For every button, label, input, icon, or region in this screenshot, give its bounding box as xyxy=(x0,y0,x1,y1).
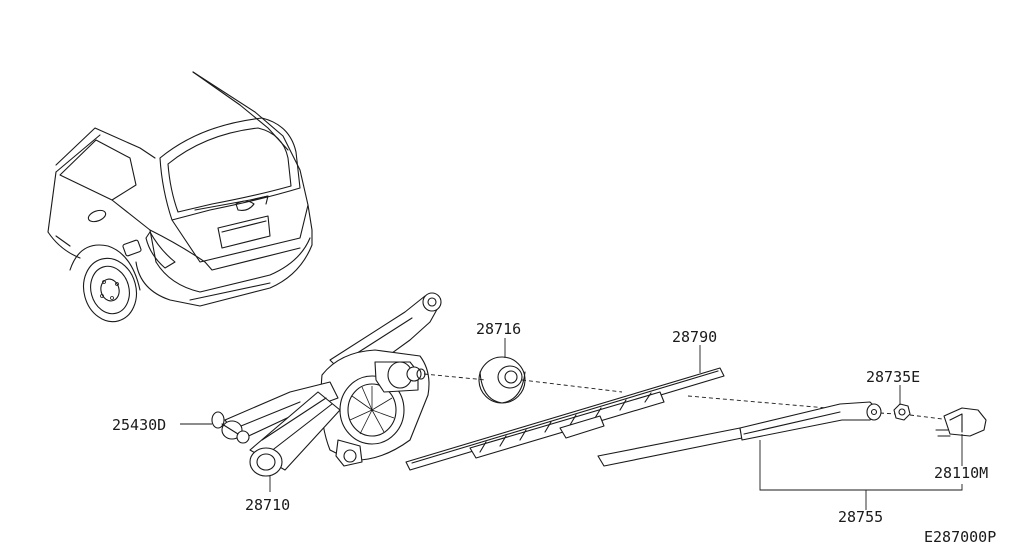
part-label-28735E: 28735E xyxy=(866,368,920,386)
arm-nut xyxy=(893,403,911,421)
wiper-arm xyxy=(597,401,882,467)
wiper-motor-assembly xyxy=(211,292,442,477)
leader-lines xyxy=(180,338,963,510)
vehicle-rear-illustration xyxy=(47,71,313,323)
part-label-28716: 28716 xyxy=(476,320,521,338)
part-labels: 28716 28790 28735E 25430D 28710 28110M 2… xyxy=(112,320,996,545)
arm-cover xyxy=(935,407,987,437)
diagram-code: E287000P xyxy=(924,528,996,545)
part-label-28755: 28755 xyxy=(838,508,883,526)
part-label-28790: 28790 xyxy=(672,328,717,346)
pivot-cap xyxy=(478,356,526,404)
alignment-line-motor-cap xyxy=(423,373,487,381)
part-label-28710: 28710 xyxy=(245,496,290,514)
alignment-line-cap-blade xyxy=(521,379,623,393)
alignment-line-arm-nut xyxy=(879,412,897,415)
part-label-25430D: 25430D xyxy=(112,416,166,434)
part-label-28110M: 28110M xyxy=(934,464,988,482)
wiper-blade xyxy=(405,367,725,471)
